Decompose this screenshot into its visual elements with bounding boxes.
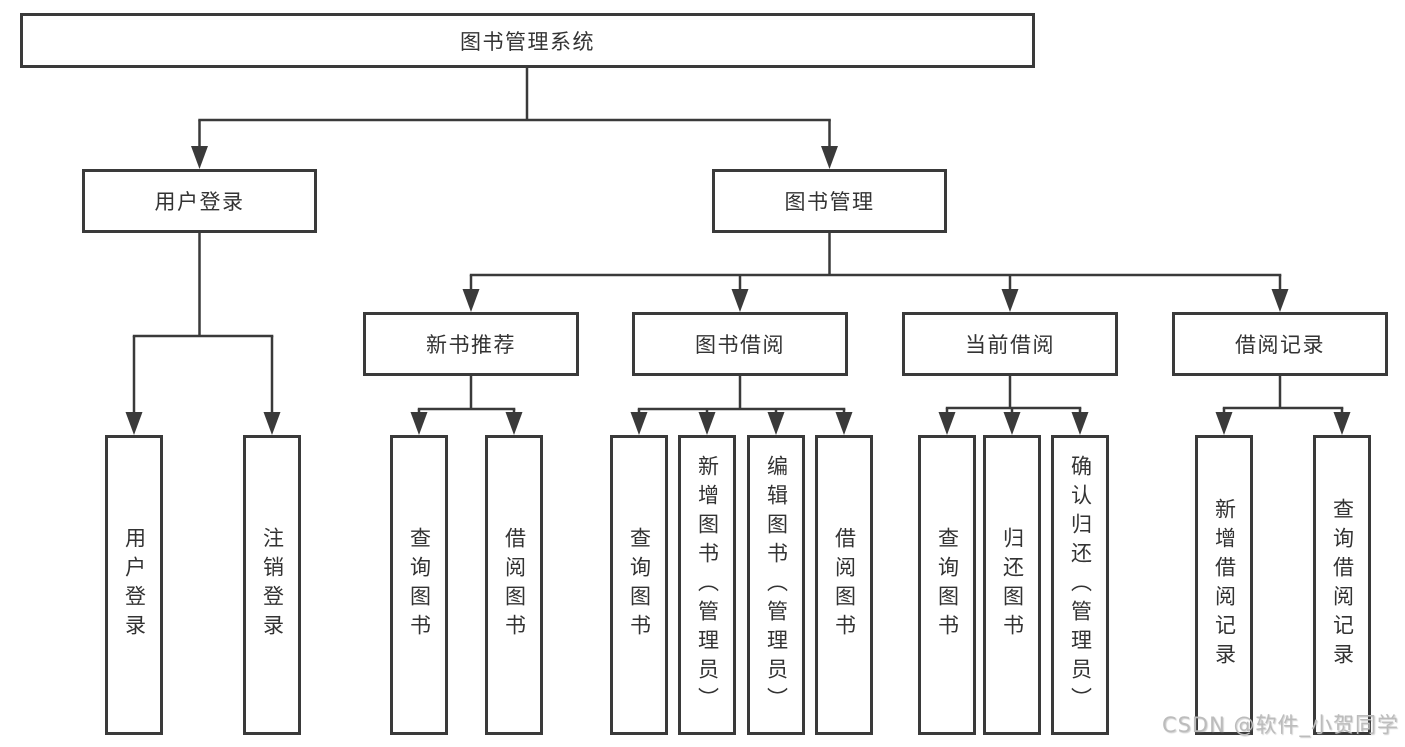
node-book-management: 图书管理	[712, 169, 947, 233]
node-current-borrow-label: 当前借阅	[965, 333, 1055, 357]
leaf-confirm-return-admin-label: 确认归还（管理员）	[1068, 454, 1093, 716]
leaf-borrow-books-2-label: 借阅图书	[832, 527, 857, 643]
csdn-watermark: CSDN @软件_小贺同学	[1161, 713, 1399, 737]
leaf-add-books-admin: 新增图书（管理员）	[678, 435, 736, 735]
node-root-label: 图书管理系统	[460, 29, 595, 54]
node-borrow-records: 借阅记录	[1172, 312, 1388, 376]
leaf-user-login: 用户登录	[105, 435, 163, 735]
leaf-borrow-books-1: 借阅图书	[485, 435, 543, 735]
node-new-book-recommend-label: 新书推荐	[426, 333, 516, 357]
node-borrow-records-label: 借阅记录	[1235, 333, 1325, 357]
leaf-edit-books-admin-label: 编辑图书（管理员）	[764, 454, 789, 716]
leaf-query-books-2: 查询图书	[610, 435, 668, 735]
leaf-query-books-1-label: 查询图书	[407, 527, 432, 643]
node-user-login-label: 用户登录	[154, 190, 245, 214]
leaf-edit-books-admin: 编辑图书（管理员）	[747, 435, 805, 735]
leaf-logout-label: 注销登录	[260, 527, 285, 643]
leaf-borrow-books-1-label: 借阅图书	[502, 527, 527, 643]
node-root: 图书管理系统	[20, 13, 1035, 68]
leaf-user-login-label: 用户登录	[122, 527, 147, 643]
leaf-query-borrow-record: 查询借阅记录	[1313, 435, 1371, 735]
node-current-borrow: 当前借阅	[902, 312, 1118, 376]
leaf-query-books-3-label: 查询图书	[935, 527, 960, 643]
leaf-add-borrow-record: 新增借阅记录	[1195, 435, 1253, 735]
leaf-return-books-label: 归还图书	[1000, 527, 1025, 643]
leaf-query-borrow-record-label: 查询借阅记录	[1330, 498, 1355, 672]
leaf-add-books-admin-label: 新增图书（管理员）	[695, 454, 720, 716]
leaf-confirm-return-admin: 确认归还（管理员）	[1051, 435, 1109, 735]
node-new-book-recommend: 新书推荐	[363, 312, 579, 376]
leaf-borrow-books-2: 借阅图书	[815, 435, 873, 735]
leaf-add-borrow-record-label: 新增借阅记录	[1212, 498, 1237, 672]
node-book-management-label: 图书管理	[784, 190, 875, 214]
node-book-borrow: 图书借阅	[632, 312, 848, 376]
leaf-query-books-1: 查询图书	[390, 435, 448, 735]
node-book-borrow-label: 图书借阅	[695, 333, 785, 357]
leaf-return-books: 归还图书	[983, 435, 1041, 735]
leaf-query-books-2-label: 查询图书	[627, 527, 652, 643]
leaf-logout: 注销登录	[243, 435, 301, 735]
node-user-login: 用户登录	[82, 169, 317, 233]
leaf-query-books-3: 查询图书	[918, 435, 976, 735]
